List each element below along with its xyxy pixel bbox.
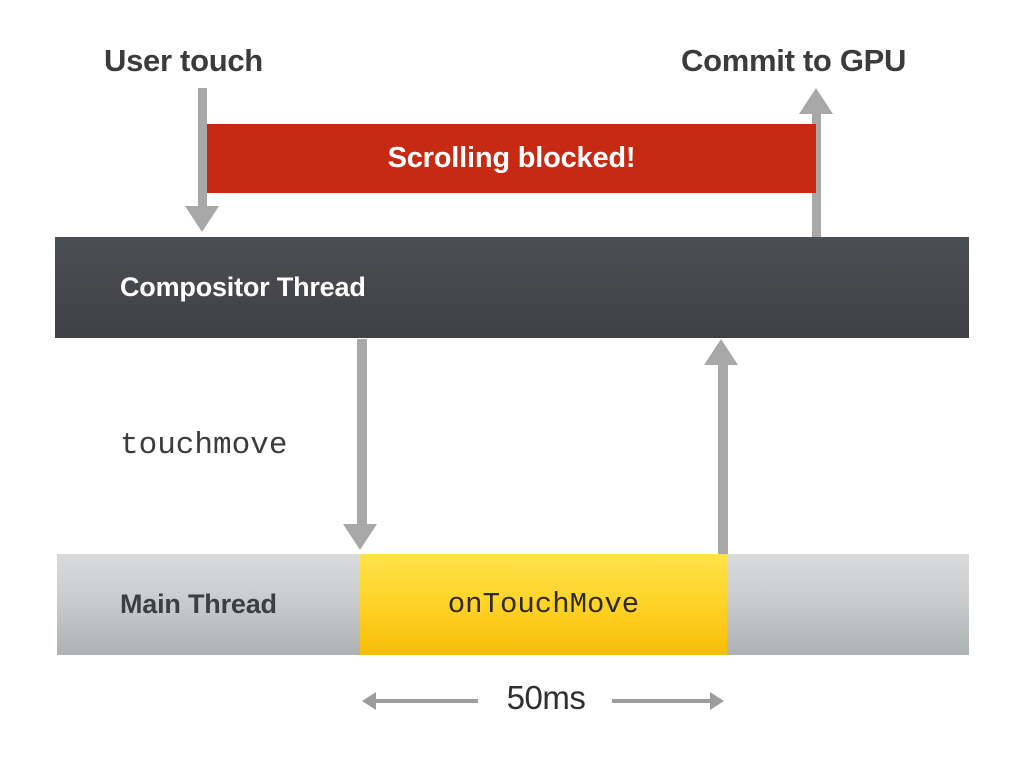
- compositor-thread-label: Compositor Thread: [120, 272, 366, 302]
- ontouchmove-task-label: onTouchMove: [447, 588, 640, 621]
- touchmove-arrow-shaft: [357, 339, 367, 529]
- commit-to-gpu-label: Commit to GPU: [681, 43, 907, 78]
- user-touch-label: User touch: [104, 43, 263, 78]
- measure-line-right: [612, 699, 712, 703]
- measure-line-left: [374, 699, 478, 703]
- user-touch-arrow-down-icon: [185, 206, 219, 232]
- touchmove-arrow-down-icon: [343, 524, 377, 550]
- commit-to-gpu-arrow-shaft: [812, 112, 821, 237]
- return-arrow-up-icon: [704, 339, 738, 365]
- ontouchmove-task-block: onTouchMove: [360, 554, 727, 655]
- measure-arrow-right-icon: [710, 692, 724, 710]
- scrolling-blocked-bar: Scrolling blocked!: [207, 124, 816, 193]
- commit-to-gpu-arrow-up-icon: [799, 88, 833, 114]
- return-arrow-shaft: [718, 364, 728, 555]
- duration-label: 50ms: [506, 679, 586, 716]
- scrolling-blocked-label: Scrolling blocked!: [387, 142, 636, 174]
- measure-arrow-left-icon: [362, 692, 376, 710]
- touchmove-event-label: touchmove: [120, 428, 288, 463]
- user-touch-arrow-shaft: [198, 88, 207, 208]
- main-thread-label: Main Thread: [120, 589, 277, 619]
- compositor-thread-track: Compositor Thread: [55, 237, 969, 338]
